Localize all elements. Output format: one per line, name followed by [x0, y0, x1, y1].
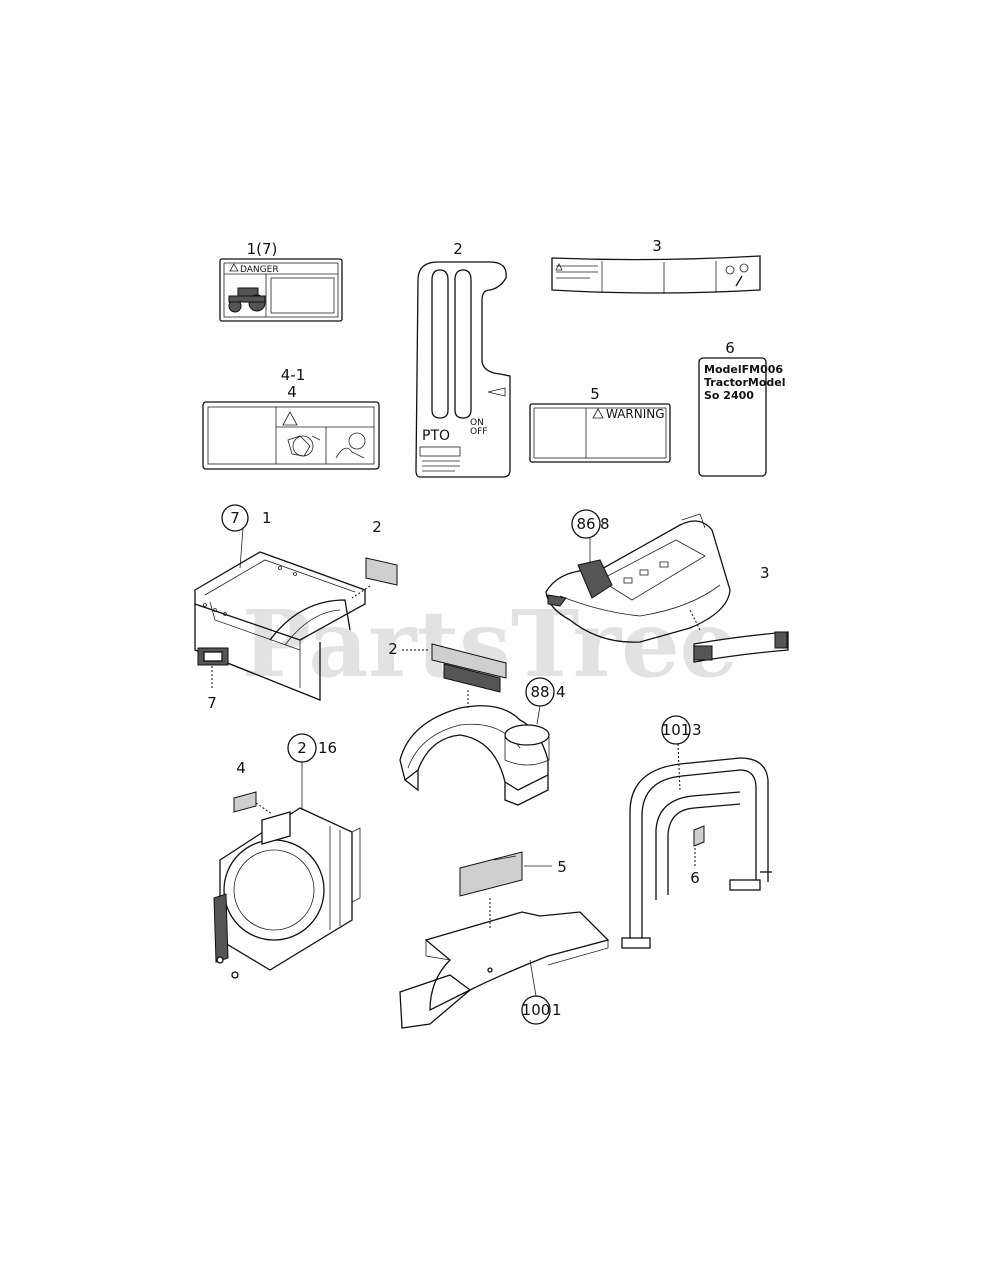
circle-callout: 7 — [230, 509, 240, 527]
ref-number: 16 — [318, 739, 337, 757]
pto-text: PTO — [422, 428, 450, 444]
model-line-2: TractorModel — [704, 376, 786, 389]
decal-model-plate[interactable]: 6 ModelFM006 TractorModel So 2400 — [698, 339, 786, 477]
tractor-icon — [228, 287, 266, 313]
callout-label: 1(7) — [247, 240, 278, 258]
decal-warning-4[interactable]: 4-1 4 — [202, 366, 380, 470]
model-line-3: So 2400 — [704, 389, 754, 402]
callout-label: 6 — [725, 339, 735, 357]
assembly-battery-box[interactable]: 7 1 2 7 — [194, 504, 398, 712]
circle-callout: 2 — [297, 739, 307, 757]
warning-triangle-icon — [555, 263, 563, 271]
decal-warning-5[interactable]: 5 WARNING — [529, 385, 671, 463]
ref-number: 4 — [556, 683, 566, 701]
decal-ref: 2 — [388, 640, 398, 658]
callout-label: 4 — [287, 383, 297, 401]
decal-danger[interactable]: 1(7) DANGER — [219, 240, 343, 322]
decal-ref: 6 — [690, 869, 700, 887]
gauge-icon — [725, 265, 735, 275]
person-icon — [335, 432, 366, 459]
callout-label: 3 — [652, 237, 662, 255]
warning-triangle-icon — [592, 408, 604, 419]
circle-callout: 101 — [662, 721, 691, 739]
circle-callout: 100 — [522, 1001, 551, 1019]
pto-on-text: ON — [470, 418, 484, 428]
callout-top: 4-1 — [281, 366, 306, 384]
assembly-floor-plate[interactable]: 5 100 1 — [399, 851, 610, 1029]
callout-label: 2 — [453, 240, 463, 258]
model-line-1: ModelFM006 — [704, 363, 783, 376]
assembly-radiator[interactable]: 4 2 16 — [213, 733, 361, 979]
warning-text: WARNING — [606, 407, 665, 421]
ref-number: 8 — [600, 515, 610, 533]
ref-number: 3 — [692, 721, 702, 739]
callout-label: 5 — [590, 385, 600, 403]
circle-callout: 86 — [576, 515, 595, 533]
ref-number: 1 — [552, 1001, 562, 1019]
circle-callout: 88 — [530, 683, 549, 701]
warning-triangle-icon — [229, 263, 239, 272]
entanglement-icon — [287, 435, 321, 457]
plate-ref: 7 — [207, 694, 217, 712]
decal-strip[interactable]: 3 — [551, 237, 761, 294]
decal-ref: 2 — [372, 518, 382, 536]
ref-number: 1 — [262, 509, 272, 527]
pto-off-text: OFF — [470, 427, 487, 437]
danger-text: DANGER — [240, 265, 279, 275]
gauge-icon — [739, 263, 749, 273]
assembly-hood[interactable]: 86 8 3 — [545, 509, 789, 663]
decal-ref: 4 — [236, 759, 246, 777]
decal-pto[interactable]: 2 PTO ON OFF — [415, 240, 511, 478]
assembly-rops[interactable]: 101 3 6 — [621, 715, 772, 949]
decal-ref: 3 — [760, 564, 770, 582]
assembly-fender[interactable]: 2 88 4 — [388, 640, 566, 806]
warning-triangle-icon — [282, 411, 298, 426]
decal-ref: 5 — [557, 858, 567, 876]
